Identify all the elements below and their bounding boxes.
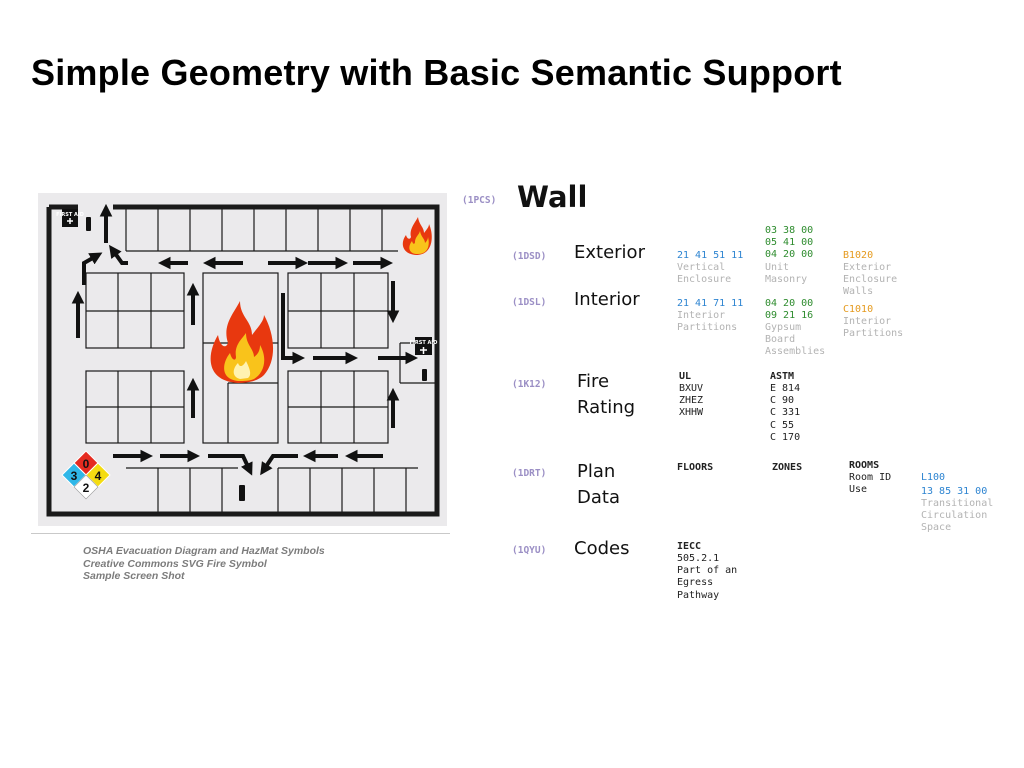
astm-values: E 814 C 90 C 331 C 55 C 170	[770, 383, 801, 443]
room-use-desc: Transitional Circulation Space	[921, 498, 994, 534]
svg-text:3: 3	[71, 469, 78, 483]
fire-rating-label-2: Rating	[577, 397, 636, 418]
interior-col2-desc: Gypsum Board Assemblies	[765, 322, 826, 358]
rooms-heading: ROOMS	[849, 460, 880, 471]
ul-values: BXUV ZHEZ XHHW	[679, 383, 704, 419]
ul-heading: UL	[679, 371, 692, 382]
exterior-walls	[46, 204, 440, 517]
exterior-col2-desc: Unit Masonry	[765, 262, 808, 286]
interior-label: Interior	[574, 289, 640, 310]
right-room-block	[287, 272, 437, 444]
fire-icon-large	[210, 301, 274, 383]
fire-icon-small	[402, 217, 432, 255]
exterior-col3-desc: Exterior Enclosure Walls	[843, 262, 898, 298]
interior-col1-number: 21 41 71 11	[677, 298, 744, 309]
interior-col2-numbers: 04 20 00 09 21 16	[765, 298, 814, 322]
evacuation-diagram: FIRST AID FIRST AID	[38, 193, 447, 526]
wall-code: (1PCS)	[462, 195, 497, 206]
exterior-code: (1DSD)	[512, 251, 547, 262]
exterior-col3-number: B1020	[843, 250, 874, 261]
fire-rating-label-1: Fire	[577, 371, 610, 392]
astm-heading: ASTM	[770, 371, 795, 382]
first-aid-sign-right: FIRST AID	[410, 337, 438, 355]
rooms-values: Room ID Use	[849, 472, 892, 496]
caption-line-2: Creative Commons SVG Fire Symbol	[83, 558, 267, 570]
exterior-col1-desc: Vertical Enclosure	[677, 262, 732, 286]
evacuation-arrows	[71, 203, 419, 476]
room-number-value: 13 85 31 00	[921, 486, 988, 497]
iecc-values: 505.2.1 Part of an Egress Pathway	[677, 553, 738, 601]
svg-text:0: 0	[83, 457, 90, 471]
interior-col3-number: C1010	[843, 304, 874, 315]
room-id-value: L100	[921, 472, 946, 483]
exterior-col1-number: 21 41 51 11	[677, 250, 744, 261]
caption-line-3: Sample Screen Shot	[83, 570, 185, 582]
svg-text:4: 4	[95, 469, 102, 483]
svg-text:2: 2	[83, 481, 90, 495]
svg-text:FIRST AID: FIRST AID	[410, 340, 438, 346]
bottom-rooms	[126, 467, 418, 514]
caption-divider	[31, 533, 450, 534]
plan-data-code: (1DRT)	[512, 468, 547, 479]
floors-heading: FLOORS	[677, 462, 714, 473]
exterior-label: Exterior	[574, 242, 645, 263]
first-aid-sign-top: FIRST AID	[56, 209, 84, 227]
iecc-heading: IECC	[677, 541, 702, 552]
interior-col1-desc: Interior Partitions	[677, 310, 738, 334]
caption-line-1: OSHA Evacuation Diagram and HazMat Symbo…	[83, 545, 325, 557]
zones-heading: ZONES	[772, 462, 803, 473]
fire-rating-code: (1K12)	[512, 379, 547, 390]
interior-col3-desc: Interior Partitions	[843, 316, 904, 340]
top-rooms	[125, 207, 398, 252]
plan-data-label-2: Data	[577, 487, 620, 508]
codes-label: Codes	[574, 538, 630, 559]
svg-text:FIRST AID: FIRST AID	[56, 212, 84, 218]
slide-title: Simple Geometry with Basic Semantic Supp…	[31, 52, 842, 93]
codes-code: (1QYU)	[512, 545, 547, 556]
plan-data-label-1: Plan	[577, 461, 616, 482]
hazmat-diamond-icon: 0 3 4 2	[61, 450, 111, 500]
fire-extinguisher-icon	[86, 217, 427, 501]
left-room-block	[85, 272, 185, 444]
wall-heading: Wall	[517, 180, 588, 214]
interior-code: (1DSL)	[512, 297, 547, 308]
exterior-col2-numbers: 03 38 00 05 41 00 04 20 00	[765, 225, 814, 261]
